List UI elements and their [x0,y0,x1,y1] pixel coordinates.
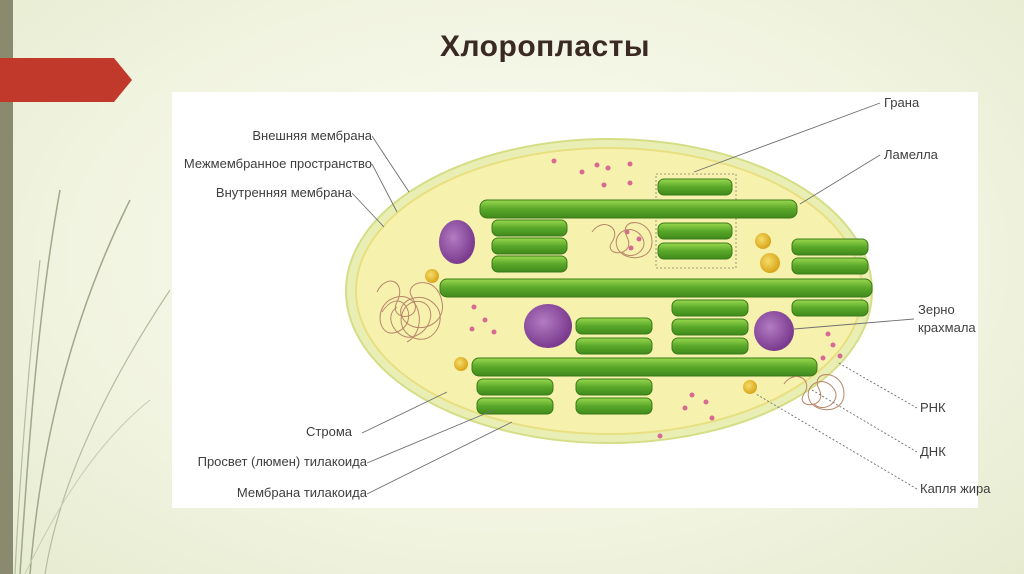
leader-stroma [361,391,448,434]
thylakoid [791,257,869,275]
thylakoid [491,219,568,237]
label-granum: Грана [884,95,920,110]
leader-starch [793,318,915,330]
lipid-droplet [755,233,771,249]
leader-lamella [799,154,881,205]
chloroplast-diagram [345,102,918,495]
left-decor-strip [0,0,13,574]
thylakoid [671,318,749,336]
label-rna: РНК [920,400,946,415]
label-lipid-droplet: Капля жира [920,481,991,496]
thylakoid [671,337,749,355]
label-starch-grain-line1: Зерно [918,302,955,317]
label-intermembrane-space: Межмембранное пространство [183,156,372,171]
thylakoid [657,222,733,240]
granum-outline [655,173,737,269]
lipid-droplet [425,269,439,283]
lamella [479,199,798,219]
thylakoid [575,337,653,355]
label-dna: ДНК [920,444,946,459]
starch-grain [524,304,572,348]
thylakoid [671,299,749,317]
thylakoid [476,397,554,415]
thylakoid [657,178,733,196]
leader-thylakoid-membrane [366,421,513,495]
thylakoid-stacks [439,178,873,415]
thylakoid [491,255,568,273]
starch-grain [754,311,794,351]
ribosomes [469,158,843,439]
label-thylakoid-lumen: Просвет (люмен) тилакоида [197,454,367,469]
label-inner-membrane: Внутренняя мембрана [215,185,352,200]
leader-outer-membrane [371,135,410,193]
label-stroma: Строма [306,424,352,439]
title-arrow-shape [0,58,132,102]
starch-grain [439,220,475,264]
lamella [439,278,873,298]
thylakoid [575,317,653,335]
leader-inner-membrane [351,192,385,228]
thylakoid [791,299,869,317]
lamella [471,357,818,377]
leader-rna [836,361,918,409]
thylakoid [491,237,568,255]
thylakoid [575,397,653,415]
chloroplast-diagram-panel: Внешняя мембрана Межмембранное пространс… [172,92,991,508]
thylakoid [476,378,554,396]
label-lamella: Ламелла [884,147,938,162]
leader-intermembrane [371,163,398,213]
thylakoid [657,242,733,260]
lipid-droplet [743,380,757,394]
leader-granum [693,102,881,173]
leader-lines [351,102,918,495]
leader-lipid [755,393,918,490]
slide-title: Хлоропласты [440,30,651,63]
lipid-droplet [760,253,780,273]
thylakoid [791,238,869,256]
label-starch-grain-line2: крахмала [918,320,976,335]
label-thylakoid-membrane: Мембрана тилакоида [236,485,367,500]
label-outer-membrane: Внешняя мембрана [252,128,372,143]
dna-strands [376,222,845,411]
decorative-grass-lines [14,189,171,574]
lipid-droplet [454,357,468,371]
leader-lumen [366,409,495,464]
thylakoid [575,378,653,396]
leader-dna [811,389,918,453]
